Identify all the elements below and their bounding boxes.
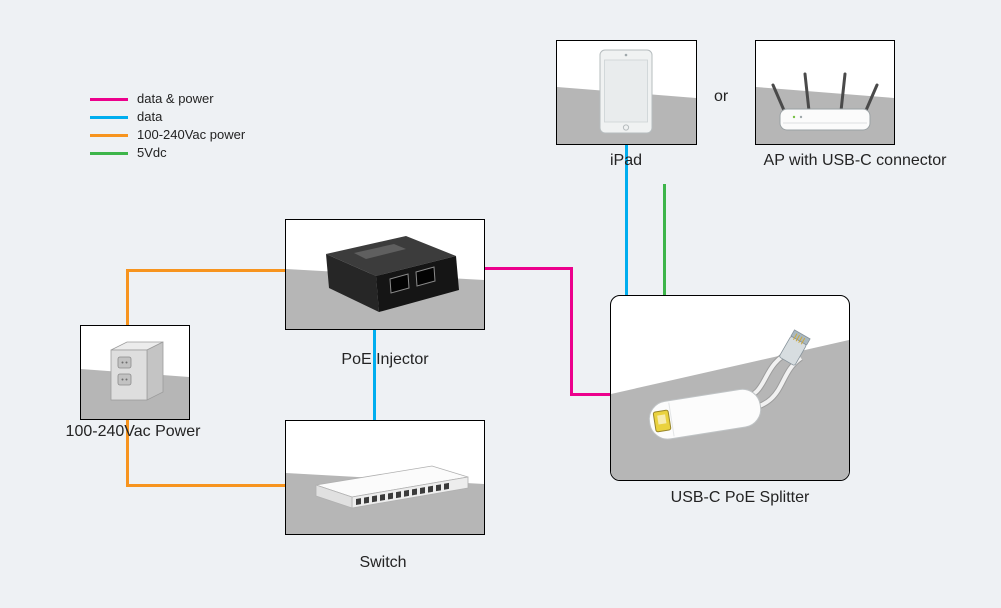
legend: data & power data 100-240Vac power 5Vdc (90, 92, 245, 160)
usb-c-poe-splitter-device-icon (611, 329, 849, 480)
legend-swatch-data-power (90, 97, 128, 101)
line-injector-to-splitter-h2 (570, 393, 612, 396)
ac-power-device-icon (81, 341, 189, 419)
line-acpower-to-switch-vertical (126, 420, 129, 487)
legend-label-ac-power: 100-240Vac power (137, 127, 246, 142)
switch-box (285, 420, 485, 535)
legend-label-data-power: data & power (137, 91, 214, 106)
legend-item-5vdc: 5Vdc (90, 146, 245, 160)
ac-power-box (80, 325, 190, 420)
splitter-box (610, 295, 850, 481)
ipad-label: iPad (609, 152, 643, 169)
ap-box (755, 40, 895, 145)
legend-swatch-5vdc (90, 151, 128, 155)
switch-label: Switch (359, 554, 407, 571)
ipad-box (556, 40, 697, 145)
line-splitter-to-ap-5vdc (663, 184, 666, 296)
line-acpower-to-switch-horizontal (126, 484, 285, 487)
legend-item-data-power: data & power (90, 92, 245, 106)
ac-power-label: 100-240Vac Power (65, 423, 201, 440)
line-splitter-to-ipad-data (625, 145, 628, 296)
poe-injector-box (285, 219, 485, 330)
line-injector-to-splitter-vertical (570, 267, 573, 396)
legend-item-ac-power: 100-240Vac power (90, 128, 245, 142)
ipad-device-icon (557, 49, 696, 144)
poe-injector-device-icon (286, 236, 484, 329)
switch-device-icon (286, 465, 484, 534)
or-separator: or (714, 88, 729, 105)
access-point-device-icon (756, 72, 894, 144)
poe-injector-label: PoE Injector (341, 351, 429, 368)
ap-label: AP with USB-C connector (763, 152, 947, 169)
legend-label-data: data (137, 109, 163, 124)
legend-item-data: data (90, 110, 245, 124)
legend-swatch-ac-power (90, 133, 128, 137)
line-switch-to-injector-data (373, 330, 376, 420)
splitter-label: USB-C PoE Splitter (670, 489, 810, 506)
line-acpower-to-injector-horizontal (126, 269, 285, 272)
legend-swatch-data (90, 115, 128, 119)
legend-label-5vdc: 5Vdc (137, 145, 167, 160)
line-acpower-to-injector-vertical (126, 269, 129, 325)
line-injector-to-splitter-h1 (485, 267, 573, 270)
